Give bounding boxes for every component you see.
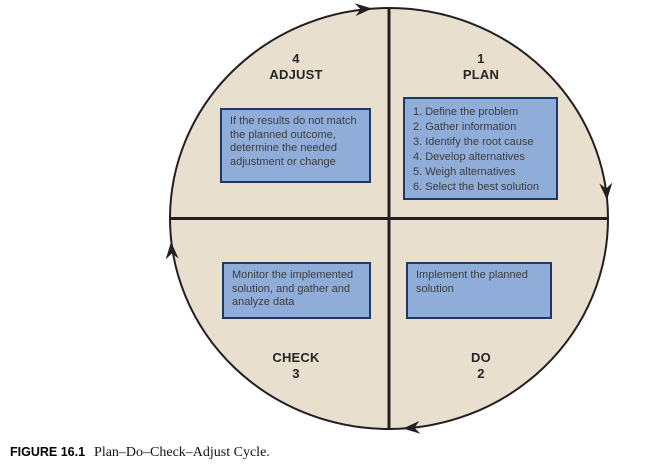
do-label: DO — [471, 350, 491, 365]
plan-number: 1 — [477, 51, 485, 66]
adjust-description-box: If the results do not match the planned … — [220, 108, 371, 183]
plan-steps-box: 1. Define the problem 2. Gather informat… — [403, 97, 558, 200]
arrowhead-top-icon — [354, 3, 372, 17]
figure-caption-label: FIGURE 16.1 — [10, 445, 86, 459]
do-number: 2 — [477, 366, 485, 381]
quadrant-heading-do: DO 2 — [421, 350, 541, 382]
figure-caption: FIGURE 16.1 Plan–Do–Check–Adjust Cycle. — [10, 443, 270, 461]
quadrant-heading-adjust: 4 ADJUST — [236, 51, 356, 83]
do-description-box: Implement the planned solution — [406, 262, 552, 319]
quadrant-heading-plan: 1 PLAN — [421, 51, 541, 83]
check-label: CHECK — [272, 350, 320, 365]
plan-label: PLAN — [462, 67, 500, 82]
check-description-box: Monitor the implemented solution, and ga… — [222, 262, 371, 319]
arrowhead-bottom-icon — [403, 420, 421, 434]
check-number: 3 — [292, 366, 300, 381]
adjust-number: 4 — [292, 51, 300, 66]
adjust-label: ADJUST — [269, 67, 323, 82]
arrowhead-right-icon — [599, 182, 613, 200]
figure-caption-title: Plan–Do–Check–Adjust Cycle. — [94, 445, 270, 460]
arrowhead-left-icon — [165, 242, 179, 260]
quadrant-heading-check: CHECK 3 — [236, 350, 356, 382]
